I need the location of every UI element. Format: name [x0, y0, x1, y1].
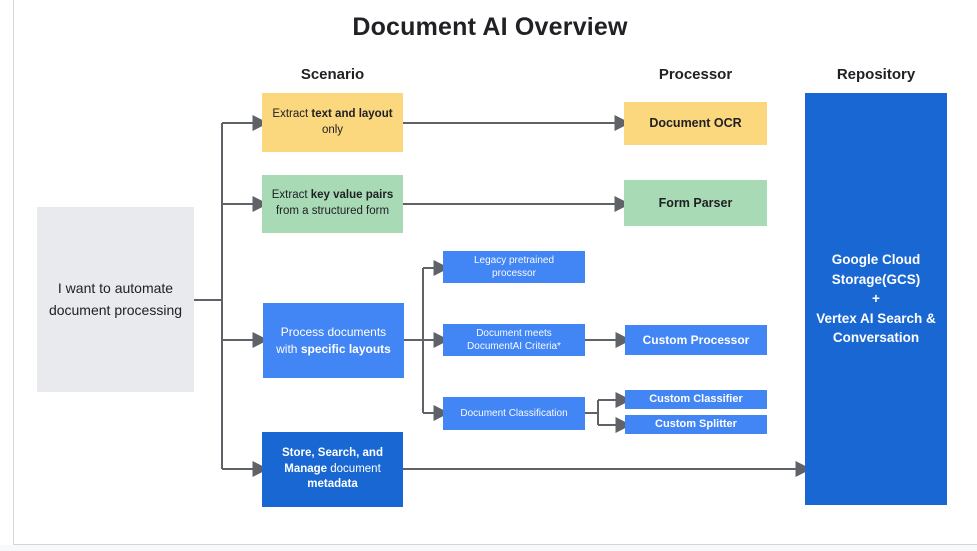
node-legacy-pretrained-processor: Legacy pretrained processor — [443, 251, 585, 283]
repository-line-gcs: Google Cloud Storage(GCS) — [831, 252, 921, 287]
repository-line-plus: + — [872, 291, 880, 307]
node-document-classification: Document Classification — [443, 397, 585, 430]
node-store-search-manage: Store, Search, and Manage document metad… — [262, 432, 403, 507]
column-header-processor: Processor — [658, 66, 733, 83]
custom-splitter-label: Custom Splitter — [655, 418, 737, 431]
ocr-label: Document OCR — [649, 116, 742, 131]
node-extract-text-layout: Extract text and layout only — [262, 93, 403, 152]
node-repository-gcs-vertex: Google Cloud Storage(GCS) + Vertex AI Se… — [805, 93, 947, 505]
classification-label: Document Classification — [460, 408, 568, 419]
node-custom-classifier: Custom Classifier — [625, 390, 767, 409]
start-node-label: I want to automate document processing — [48, 279, 183, 318]
node-form-parser: Form Parser — [624, 180, 767, 226]
form-parser-label: Form Parser — [658, 195, 733, 210]
extract-pairs-label: Extract key value pairs from a structure… — [271, 189, 394, 217]
node-document-ocr: Document OCR — [624, 102, 767, 145]
node-process-specific-layouts: Process documents with specific layouts — [263, 303, 404, 378]
legacy-label: Legacy pretrained processor — [473, 255, 555, 279]
node-start-automate-processing: I want to automate document processing — [37, 207, 194, 392]
node-custom-splitter: Custom Splitter — [625, 415, 767, 434]
page-border-bottom — [13, 544, 977, 545]
page-title: Document AI Overview — [352, 13, 628, 41]
page-area-below — [0, 545, 977, 551]
criteria-label: Document meets DocumentAI Criteria* — [467, 328, 561, 352]
column-header-scenario: Scenario — [300, 66, 365, 83]
node-custom-processor: Custom Processor — [625, 325, 767, 355]
specific-layouts-label: Process documents with specific layouts — [276, 325, 391, 356]
custom-classifier-label: Custom Classifier — [649, 393, 743, 406]
custom-processor-label: Custom Processor — [642, 332, 750, 347]
store-manage-label: Store, Search, and Manage document metad… — [282, 447, 383, 491]
column-header-repository: Repository — [836, 66, 916, 83]
node-documentai-criteria: Document meets DocumentAI Criteria* — [443, 324, 585, 356]
extract-text-label: Extract text and layout only — [272, 107, 393, 136]
page-border-left — [13, 0, 14, 544]
node-extract-key-value-pairs: Extract key value pairs from a structure… — [262, 175, 403, 233]
repository-line-vertex: Vertex AI Search & Conversation — [816, 310, 936, 346]
